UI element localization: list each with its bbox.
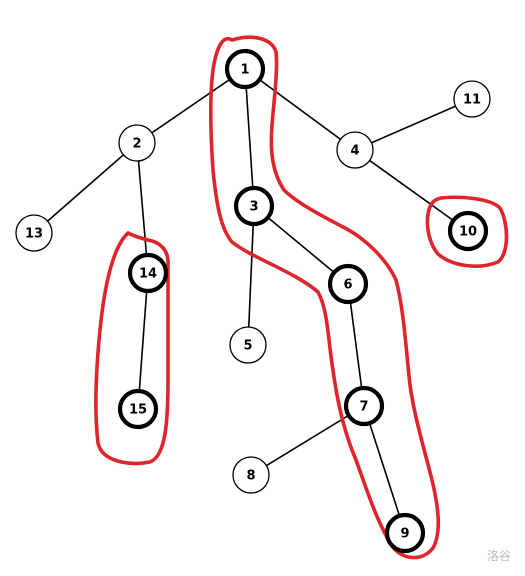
node-circle-2: [118, 124, 156, 162]
nodes: 1 2 3 4 5 6 7 8 9 10 11 13 14 15: [15, 48, 491, 554]
node-label-10: 10: [459, 225, 477, 240]
node-circle-4: [336, 131, 374, 169]
node-9: 9: [384, 512, 426, 554]
edge-2-13: [33, 142, 138, 234]
node-circle-14: [127, 252, 169, 294]
node-11: 11: [453, 80, 491, 118]
node-1: 1: [224, 48, 266, 90]
node-13: 13: [15, 214, 53, 252]
node-label-4: 4: [350, 144, 359, 159]
node-3: 3: [233, 185, 275, 227]
node-circle-1: [224, 48, 266, 90]
edge-7-8: [250, 405, 365, 476]
node-circle-8: [232, 456, 270, 494]
highlight-outlines: [94, 35, 509, 560]
watermark-text: 洛谷: [486, 549, 511, 563]
node-label-2: 2: [132, 137, 141, 152]
node-label-5: 5: [243, 339, 252, 354]
node-6: 6: [327, 263, 369, 305]
node-circle-3: [233, 185, 275, 227]
node-10: 10: [447, 210, 489, 252]
node-5: 5: [229, 326, 267, 364]
edge-14-15: [137, 272, 149, 410]
highlight-outline-chain-1-3-6-7-9: [208, 35, 441, 560]
node-circle-10: [447, 210, 489, 252]
node-label-11: 11: [463, 93, 481, 108]
node-label-7: 7: [359, 400, 368, 415]
edge-3-5: [247, 205, 255, 346]
edges: [33, 68, 473, 534]
node-label-14: 14: [139, 267, 157, 282]
node-label-6: 6: [343, 278, 352, 293]
edge-2-14: [136, 142, 149, 274]
node-label-15: 15: [129, 403, 147, 418]
node-circle-11: [453, 80, 491, 118]
edge-3-6: [253, 205, 349, 285]
edge-7-9: [363, 405, 406, 534]
node-circle-15: [117, 388, 159, 430]
node-circle-6: [327, 263, 369, 305]
node-2: 2: [118, 124, 156, 162]
node-14: 14: [127, 252, 169, 294]
node-4: 4: [336, 131, 374, 169]
edge-4-10: [354, 149, 469, 232]
node-circle-5: [229, 326, 267, 364]
node-circle-7: [343, 385, 385, 427]
highlight-outline-node-10: [425, 195, 509, 268]
node-circle-9: [384, 512, 426, 554]
node-8: 8: [232, 456, 270, 494]
node-label-9: 9: [400, 527, 409, 542]
node-7: 7: [343, 385, 385, 427]
edge-1-3: [244, 68, 255, 207]
highlight-outline-chain-14-15: [94, 231, 170, 466]
node-circle-13: [15, 214, 53, 252]
node-label-13: 13: [25, 227, 43, 242]
node-label-1: 1: [240, 63, 249, 78]
edge-6-7: [347, 283, 365, 407]
edge-4-11: [354, 98, 473, 151]
edge-1-2: [136, 68, 246, 144]
edge-1-4: [244, 68, 356, 151]
node-15: 15: [117, 388, 159, 430]
node-label-8: 8: [246, 469, 255, 484]
node-label-3: 3: [249, 200, 258, 215]
